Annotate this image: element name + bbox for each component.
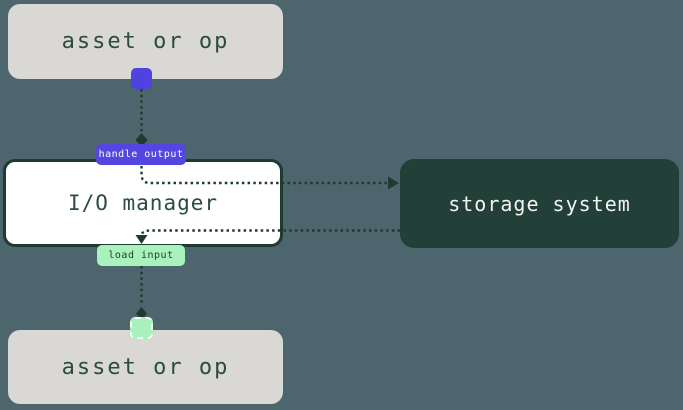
node-asset-or-op-bottom: asset or op — [8, 330, 283, 404]
output-handle-square — [131, 68, 152, 89]
node-io-manager-label: I/O manager — [67, 191, 219, 215]
node-asset-or-op-bottom-label: asset or op — [61, 354, 230, 380]
input-handle-square — [130, 317, 153, 339]
node-asset-or-op-top-label: asset or op — [61, 29, 230, 54]
handle-output-badge: handle output — [96, 144, 186, 165]
arrow-right-icon — [388, 176, 399, 190]
node-asset-or-op-top: asset or op — [8, 4, 283, 79]
node-storage-system-label: storage system — [448, 191, 631, 216]
node-io-manager: I/O manager — [3, 159, 283, 247]
load-input-badge: load input — [97, 245, 185, 266]
node-storage-system: storage system — [400, 159, 679, 248]
